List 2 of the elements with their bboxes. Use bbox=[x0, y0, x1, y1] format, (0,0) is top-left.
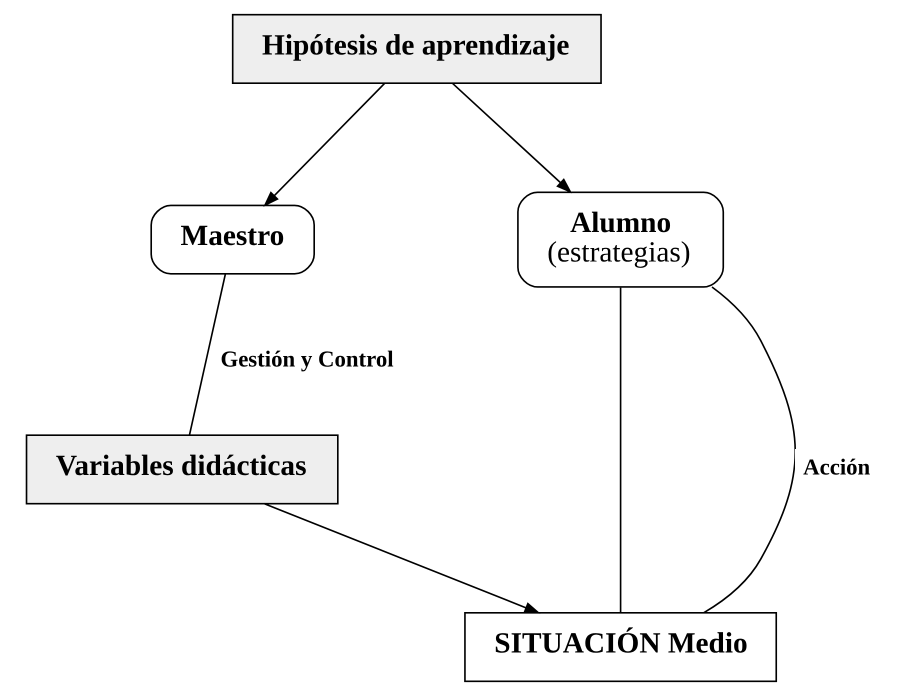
edge-label: Acción bbox=[802, 454, 870, 480]
edge-label: Gestión y Control bbox=[220, 346, 394, 372]
